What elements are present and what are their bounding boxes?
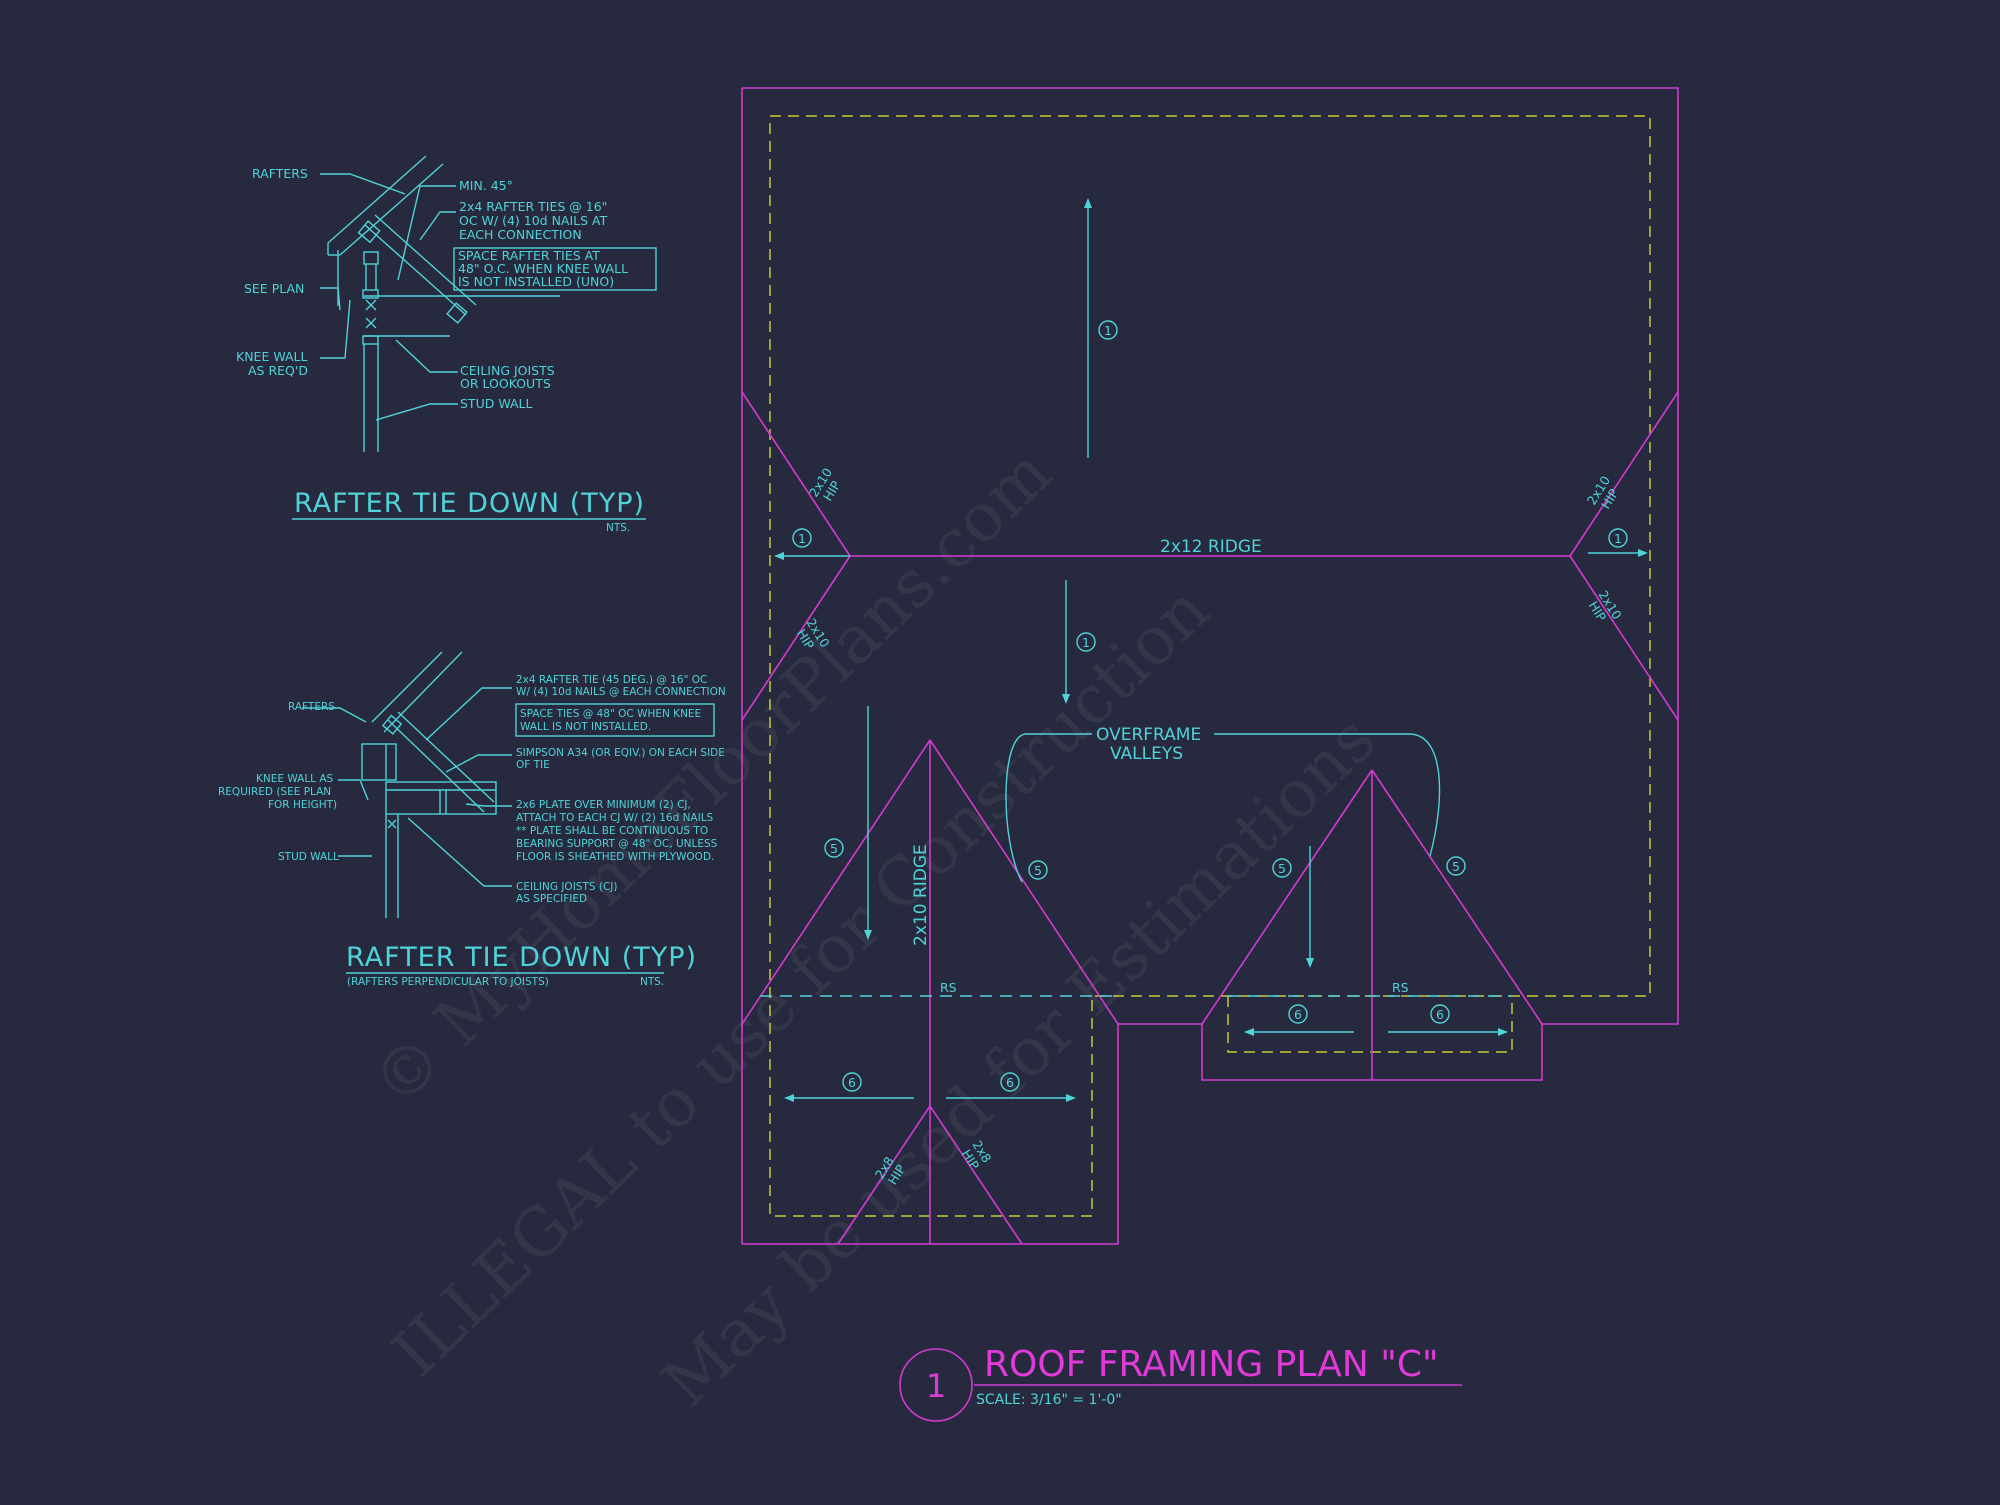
- d2-label-stud-wall: STUD WALL: [278, 851, 339, 863]
- title-block: 1 ROOF FRAMING PLAN "C" SCALE: 3/16" = 1…: [899, 1344, 1462, 1422]
- detail-2-scale: NTS.: [640, 976, 664, 988]
- label-lookouts: OR LOOKOUTS: [460, 376, 551, 391]
- label-space-3: IS NOT INSTALLED (UNO): [458, 274, 614, 289]
- rafter-tie-detail-2: RAFTERS KNEE WALL AS REQUIRED (SEE PLAN …: [218, 651, 726, 988]
- d2-label-simpson-1: SIMPSON A34 (OR EQIV.) ON EACH SIDE: [516, 747, 725, 759]
- roof-outline: [741, 87, 1679, 1245]
- tag-5-c: 5: [1278, 861, 1286, 876]
- d2-label-plate-5: FLOOR IS SHEATHED WITH PLYWOOD.: [516, 851, 714, 863]
- plan-scale: SCALE: 3/16" = 1'-0": [976, 1392, 1122, 1408]
- label-rafters: RAFTERS: [252, 166, 308, 181]
- label-rs-right: RS: [1392, 980, 1409, 995]
- wall-line-main: [769, 115, 1651, 1217]
- title-number: 1: [926, 1367, 946, 1405]
- d2-label-knee-1: KNEE WALL AS: [256, 773, 334, 785]
- d2-label-simpson-2: OF TIE: [516, 759, 550, 771]
- tag-5-a: 5: [830, 841, 838, 856]
- label-see-plan: SEE PLAN: [244, 281, 304, 296]
- rafter-tie-detail-1: RAFTERS SEE PLAN KNEE WALL AS REQ'D MIN.…: [236, 155, 657, 534]
- space-note-box: [453, 247, 657, 291]
- tag-6-a: 6: [848, 1075, 856, 1090]
- detail-2-title: RAFTER TIE DOWN (TYP): [346, 942, 697, 973]
- d2-label-plate-4: BEARING SUPPORT @ 48" OC, UNLESS: [516, 838, 718, 850]
- tag-5-d: 5: [1452, 859, 1460, 874]
- label-valleys: VALLEYS: [1110, 744, 1183, 764]
- detail-2-subtitle: (RAFTERS PERPENDICULAR TO JOISTS): [347, 976, 549, 988]
- d2-label-plate-2: ATTACH TO EACH CJ W/ (2) 16d NAILS: [516, 812, 714, 824]
- tag-6-c: 6: [1294, 1007, 1302, 1022]
- label-min-45: MIN. 45°: [459, 178, 513, 193]
- span-tags: [792, 320, 1628, 1092]
- watermark: © MyHomeFloorPlans.com ILLEGAL to use fo…: [358, 434, 1391, 1422]
- label-stud-wall: STUD WALL: [460, 396, 533, 411]
- label-ties-3: EACH CONNECTION: [459, 227, 582, 242]
- label-space-2: 48" O.C. WHEN KNEE WALL: [458, 261, 628, 276]
- tag-1-b: 1: [1082, 635, 1090, 650]
- label-2x10-ridge: 2x10 RIDGE: [911, 844, 931, 946]
- tag-6-d: 6: [1436, 1007, 1444, 1022]
- d2-label-space-1: SPACE TIES @ 48" OC WHEN KNEE: [520, 708, 701, 720]
- d2-label-knee-2: REQUIRED (SEE PLAN: [218, 786, 331, 798]
- label-ceiling-joists: CEILING JOISTS: [460, 363, 555, 378]
- tag-6-b: 6: [1006, 1075, 1014, 1090]
- tag-1-c: 1: [798, 531, 806, 546]
- span-arrows: [774, 198, 1648, 1102]
- tag-1-d: 1: [1614, 531, 1622, 546]
- label-as-reqd: AS REQ'D: [248, 363, 308, 378]
- d2-label-cj-1: CEILING JOISTS (CJ): [516, 881, 618, 893]
- d2-label-rafters: RAFTERS: [288, 701, 335, 713]
- detail-1-scale: NTS.: [606, 522, 630, 534]
- tag-1-a: 1: [1104, 323, 1112, 338]
- label-ties-1: 2x4 RAFTER TIES @ 16": [459, 199, 607, 214]
- d2-label-plate-3: ** PLATE SHALL BE CONTINUOUS TO: [516, 825, 708, 837]
- d2-label-plate-1: 2x6 PLATE OVER MINIMUM (2) CJ,: [516, 799, 691, 811]
- label-knee-wall: KNEE WALL: [236, 349, 308, 364]
- label-2x12-ridge: 2x12 RIDGE: [1160, 537, 1262, 557]
- d2-label-tie-1: 2x4 RAFTER TIE (45 DEG.) @ 16" OC: [516, 674, 707, 686]
- label-rs-left: RS: [940, 980, 957, 995]
- detail-1-title: RAFTER TIE DOWN (TYP): [294, 488, 645, 519]
- space-ties-box: [515, 703, 715, 737]
- d2-label-cj-2: AS SPECIFIED: [516, 893, 587, 905]
- label-ties-2: OC W/ (4) 10d NAILS AT: [459, 213, 608, 228]
- title-number-circle: [899, 1348, 973, 1422]
- d2-label-knee-3: FOR HEIGHT): [268, 799, 337, 811]
- wall-line-bay: [1227, 996, 1513, 1053]
- d2-label-space-2: WALL IS NOT INSTALLED.: [520, 721, 651, 733]
- d2-label-tie-2: W/ (4) 10d NAILS @ EACH CONNECTION: [516, 686, 726, 698]
- label-overframe: OVERFRAME: [1096, 725, 1201, 745]
- label-space-1: SPACE RAFTER TIES AT: [458, 248, 600, 263]
- tag-5-b: 5: [1034, 863, 1042, 878]
- plan-title: ROOF FRAMING PLAN "C": [984, 1344, 1439, 1385]
